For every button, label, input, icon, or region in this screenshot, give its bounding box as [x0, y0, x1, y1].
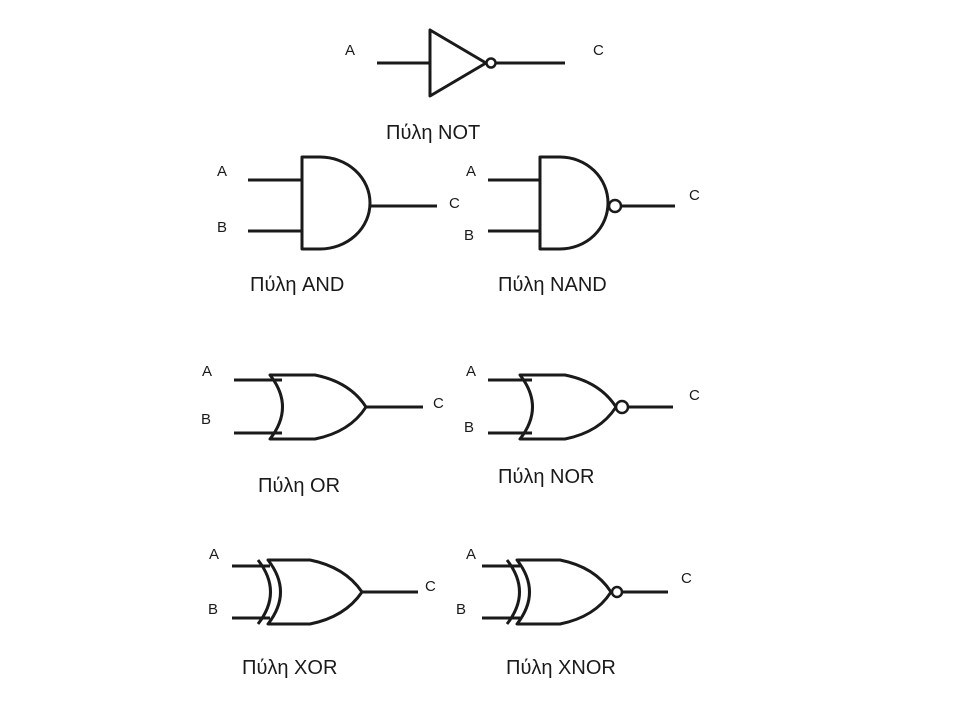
and-d-body [300, 155, 372, 251]
or-caption: Πύλη OR [258, 475, 340, 497]
xnor-inversion-bubble [610, 585, 624, 599]
nand-input-a-label: A [466, 163, 476, 180]
xnor-gate: A B C Πύλη XNOR [456, 546, 692, 679]
nor-caption: Πύλη NOR [498, 466, 595, 488]
nor-curved-body [518, 373, 618, 441]
nand-gate: A B C Πύλη NAND [464, 155, 700, 296]
and-caption: Πύλη AND [250, 274, 344, 296]
xor-caption: Πύλη XOR [242, 657, 337, 679]
not-triangle-body [428, 28, 488, 98]
xnor-extra-input-curve [505, 559, 521, 625]
or-input-b-label: B [201, 411, 211, 428]
not-output-c-label: C [593, 42, 604, 59]
or-gate: A B C Πύλη OR [201, 363, 444, 497]
nand-input-b-label: B [464, 227, 474, 244]
xnor-output-c-label: C [681, 570, 692, 587]
nand-d-body [538, 155, 610, 251]
nand-inversion-bubble [607, 198, 623, 214]
or-input-a-label: A [202, 363, 212, 380]
xor-output-c-label: C [425, 578, 436, 595]
xnor-caption: Πύλη XNOR [506, 657, 616, 679]
nor-input-a-label: A [466, 363, 476, 380]
nor-output-c-label: C [689, 387, 700, 404]
not-input-a-label: A [345, 42, 355, 59]
not-caption: Πύλη NOT [386, 122, 480, 144]
nor-inversion-bubble [614, 399, 630, 415]
nor-gate: A B C Πύλη NOR [464, 363, 700, 488]
xor-extra-input-curve [256, 559, 272, 625]
xnor-input-b-label: B [456, 601, 466, 618]
xnor-curved-body [515, 558, 613, 626]
xor-curved-body [266, 558, 364, 626]
or-output-c-label: C [433, 395, 444, 412]
not-gate: A C Πύλη NOT [345, 28, 604, 144]
not-inversion-bubble [485, 57, 497, 69]
xor-input-a-label: A [209, 546, 219, 563]
xor-input-b-label: B [208, 601, 218, 618]
and-gate: A B C Πύλη AND [217, 155, 460, 296]
xnor-input-a-label: A [466, 546, 476, 563]
and-input-a-label: A [217, 163, 227, 180]
nand-caption: Πύλη NAND [498, 274, 607, 296]
nand-output-c-label: C [689, 187, 700, 204]
or-curved-body [268, 373, 368, 441]
xor-gate: A B C Πύλη XOR [208, 546, 436, 679]
nor-input-b-label: B [464, 419, 474, 436]
and-output-c-label: C [449, 195, 460, 212]
and-input-b-label: B [217, 219, 227, 236]
